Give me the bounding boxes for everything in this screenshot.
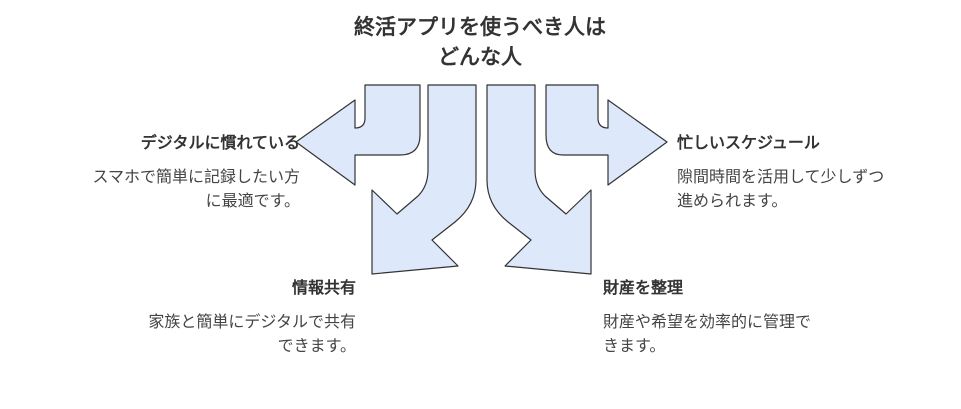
arrow-left-turn [295, 84, 421, 186]
item-digital-savvy: デジタルに慣れている スマホで簡単に記録したい方 に最適です。 [10, 131, 300, 213]
item-heading: デジタルに慣れている [140, 133, 300, 152]
item-description-line-2: できます。 [277, 336, 356, 355]
item-description: 家族と簡単にデジタルで共有 できます。 [60, 310, 356, 358]
title-line-1: 終活アプリを使うべき人は [354, 15, 606, 39]
item-description-line-2: 進められます。 [677, 191, 788, 210]
item-description: スマホで簡単に記録したい方 に最適です。 [10, 165, 300, 213]
item-description: 隙間時間を活用して少しずつ 進められます。 [677, 165, 947, 213]
arrow-right-turn [545, 84, 668, 186]
item-description: 財産や希望を効率的に管理で きます。 [603, 310, 903, 358]
diagram-title: 終活アプリを使うべき人は どんな人 [280, 12, 680, 72]
item-asset-organization: 財産を整理 財産や希望を効率的に管理で きます。 [603, 276, 903, 358]
title-line-2: どんな人 [438, 45, 522, 69]
item-heading: 情報共有 [291, 278, 356, 297]
item-busy-schedule: 忙しいスケジュール 隙間時間を活用して少しずつ 進められます。 [677, 131, 947, 213]
arrow-down-right [486, 84, 592, 275]
item-description-line-1: 家族と簡単にデジタルで共有 [148, 312, 356, 331]
item-description-line-1: 隙間時間を活用して少しずつ [677, 167, 885, 186]
item-info-sharing: 情報共有 家族と簡単にデジタルで共有 できます。 [60, 276, 356, 358]
arrow-down-left [371, 84, 477, 275]
item-description-line-2: に最適です。 [205, 191, 300, 210]
item-description-line-1: スマホで簡単に記録したい方 [92, 167, 300, 186]
item-heading: 忙しいスケジュール [677, 133, 820, 152]
item-description-line-1: 財産や希望を効率的に管理で [603, 312, 812, 331]
item-description-line-2: きます。 [603, 336, 666, 355]
item-heading: 財産を整理 [603, 278, 684, 297]
